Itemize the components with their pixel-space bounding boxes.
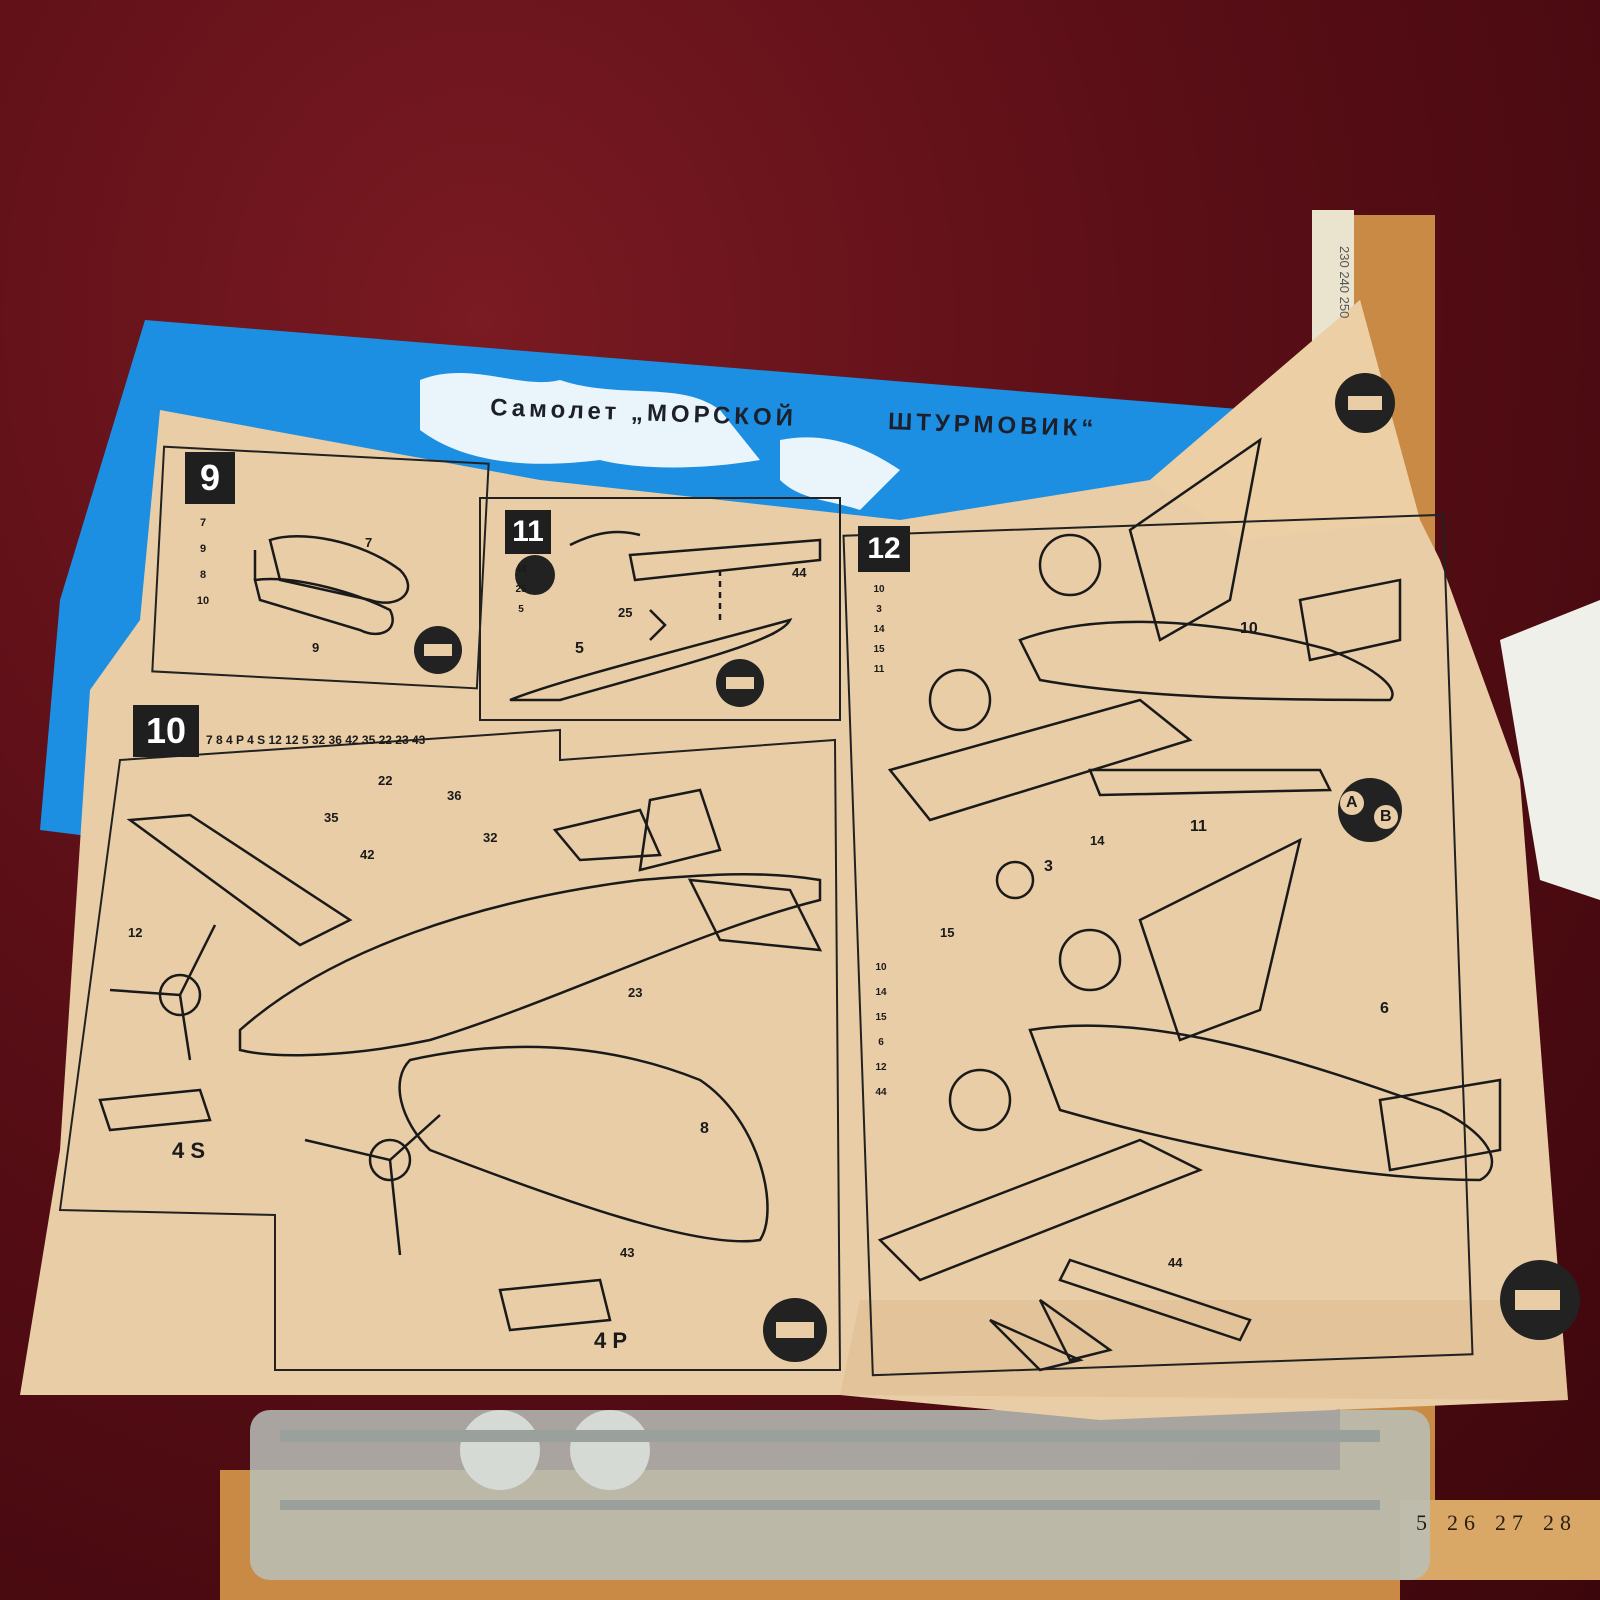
part-number: 14	[873, 624, 885, 635]
part-number: 9	[199, 543, 207, 555]
variant-a-label: A	[1346, 794, 1358, 811]
panel-step-11	[479, 497, 841, 721]
ruler-number: 240	[1337, 271, 1352, 293]
callout: 12	[128, 925, 143, 940]
callout: 22	[378, 773, 393, 788]
step-11-label: 11	[505, 510, 551, 554]
callout: 32	[483, 830, 498, 845]
panel-step-12	[842, 513, 1474, 1377]
part-number: 10	[873, 584, 885, 595]
part-number: 6	[878, 1037, 884, 1048]
callout: 5	[575, 640, 584, 657]
plastic-sprue-bag	[250, 1410, 1430, 1580]
bottom-ruler	[1400, 1500, 1600, 1580]
step-10-parts-header: 7 8 4 P 4 S 12 12 5 32 36 42 35 22 23 43	[206, 733, 426, 747]
step-9-drawing	[253, 535, 410, 636]
panel-step-9	[151, 445, 490, 690]
step-12-aircraft-b-drawing	[877, 837, 1502, 1372]
cement-icon	[515, 555, 555, 595]
step-12-label: 12	[858, 526, 910, 572]
part-number: 11	[873, 664, 885, 675]
callout: 3	[1044, 858, 1053, 875]
ruler-number: 5	[1416, 1510, 1433, 1535]
step-11-drawing	[509, 530, 822, 702]
variant-b-label: B	[1380, 808, 1392, 825]
ruler-number: 230	[1337, 245, 1352, 268]
part-number: 44	[515, 564, 527, 575]
step-12-part-list-b: 10 14 15 6 12 44	[870, 955, 892, 1105]
callout: 10	[1240, 620, 1258, 637]
callout: 9	[312, 640, 320, 655]
step-10-label: 10	[133, 705, 199, 757]
part-number: 8	[199, 569, 207, 581]
step-10-aircraft-drawing	[98, 788, 823, 1332]
step-11-part-list: 44 25 5	[510, 560, 532, 620]
ruler-number: 250	[1337, 296, 1352, 319]
panel-step-10	[58, 728, 842, 1371]
step-12-part-list-a: 10 3 14 15 11	[868, 580, 890, 680]
part-number: 15	[875, 1012, 887, 1023]
part-number: 3	[876, 604, 882, 615]
callout: 43	[620, 1245, 635, 1260]
callout: 6	[1380, 1000, 1389, 1017]
part-number: 44	[875, 1087, 887, 1098]
callout: 14	[1090, 833, 1105, 848]
part-number: 7	[199, 517, 207, 529]
step-12-aircraft-a-drawing	[887, 437, 1402, 900]
step-9-part-list: 7 9 8 10	[186, 510, 220, 614]
callout: 36	[447, 788, 462, 803]
ruler-number: 28	[1543, 1510, 1577, 1535]
callout: 35	[324, 810, 339, 825]
part-number: 5	[518, 604, 524, 615]
part-number: 10	[196, 595, 210, 607]
callout: 15	[940, 925, 955, 940]
ruler-number: 26	[1447, 1510, 1481, 1535]
callout: 7	[365, 535, 373, 550]
callout: 11	[1190, 818, 1207, 835]
step-10-sub-label-s: 4 S	[172, 1138, 206, 1163]
callout: 42	[360, 847, 375, 862]
part-number: 12	[875, 1062, 887, 1073]
callout: 44	[1168, 1255, 1183, 1270]
step-10-sub-label-p: 4 P	[594, 1328, 628, 1353]
ruler-number: 27	[1495, 1510, 1529, 1535]
part-number: 25	[515, 584, 527, 595]
callout: 8	[700, 1120, 709, 1137]
callout: 23	[628, 985, 643, 1000]
bottom-ruler-numbers: 5 26 27 28	[1416, 1510, 1591, 1536]
step-9-label: 9	[185, 452, 235, 504]
part-number: 15	[873, 644, 885, 655]
vertical-ruler-numbers: 230 240 250	[1312, 212, 1352, 352]
callout: 25	[618, 605, 633, 620]
part-number: 14	[875, 987, 887, 998]
callout: 44	[792, 565, 807, 580]
part-number: 10	[875, 962, 887, 973]
